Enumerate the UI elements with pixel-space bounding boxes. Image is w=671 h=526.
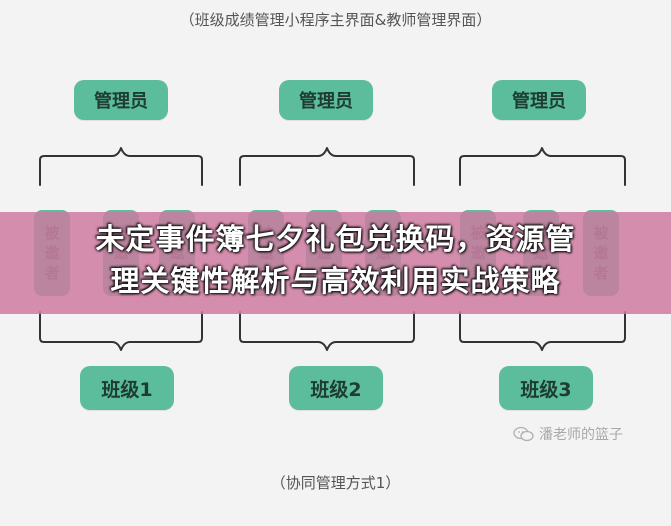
top-caption: （班级成绩管理小程序主界面&教师管理界面） — [179, 11, 492, 29]
banner-line-2: 理关键性解析与高效利用实战策略 — [110, 264, 561, 298]
class-box-2: 班级2 — [289, 366, 383, 410]
bottom-brace-1 — [39, 311, 203, 351]
admin-box-1: 管理员 — [74, 80, 168, 120]
banner-line-1: 未定事件簿七夕礼包兑换码，资源管 — [95, 222, 576, 256]
admin-box-2: 管理员 — [279, 80, 373, 120]
bottom-brace-2 — [239, 311, 415, 351]
banner-title: 未定事件簿七夕礼包兑换码，资源管 理关键性解析与高效利用实战策略 — [0, 218, 671, 302]
bottom-caption: （协同管理方式1） — [270, 474, 401, 492]
top-brace-1 — [39, 147, 203, 186]
top-brace-3 — [459, 147, 626, 186]
watermark-text: 潘老师的篮子 — [539, 427, 623, 443]
top-brace-2 — [239, 147, 415, 186]
title-banner — [0, 212, 671, 314]
wechat-icon — [513, 426, 535, 442]
bottom-brace-3 — [459, 311, 626, 351]
admin-box-3: 管理员 — [492, 80, 586, 120]
class-box-3: 班级3 — [499, 366, 593, 410]
watermark: 潘老师的篮子 — [513, 424, 623, 444]
class-box-1: 班级1 — [80, 366, 174, 410]
